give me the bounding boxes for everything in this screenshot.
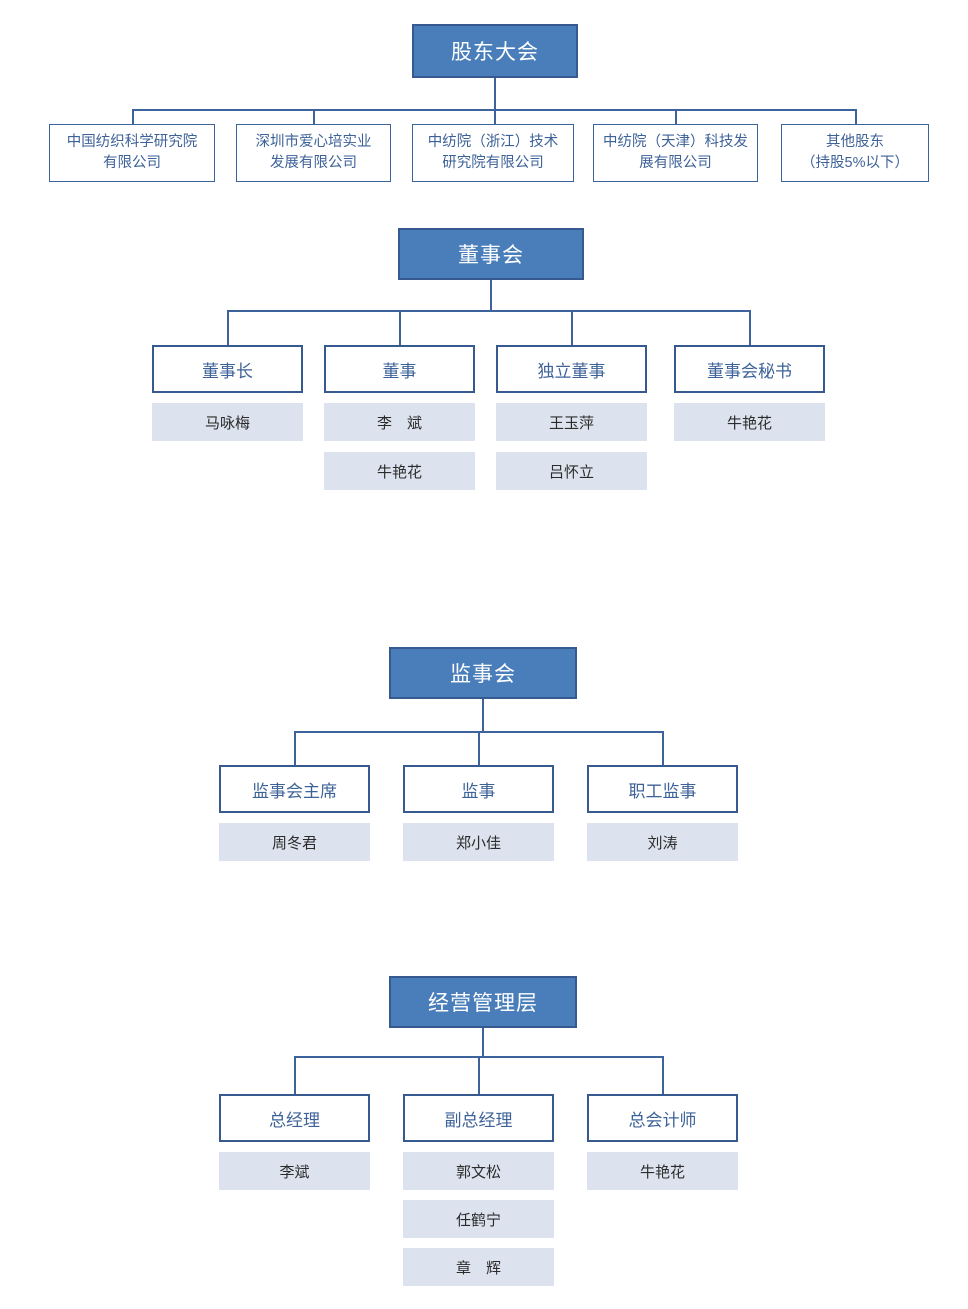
connector-supervisors-drop-1 (294, 731, 296, 765)
connector-supervisors-drop-2 (478, 731, 480, 765)
role-box-independent-director[interactable]: 独立董事 (496, 345, 647, 393)
shareholder-line-1: 中纺院（天津）科技发 (603, 133, 748, 150)
role-box-supervisor-chairman[interactable]: 监事会主席 (219, 765, 370, 813)
shareholder-box-2[interactable]: 深圳市爱心培实业 发展有限公司 (236, 124, 391, 182)
role-label: 监事 (461, 781, 496, 801)
connector-board-bus (227, 310, 751, 312)
name-chip-general-manager-1[interactable]: 李斌 (219, 1152, 370, 1190)
person-name: 王玉萍 (548, 414, 594, 432)
person-name: 任鹤宁 (455, 1211, 501, 1229)
shareholder-line-1: 中纺院（浙江）技术 (427, 133, 559, 150)
role-box-chairman[interactable]: 董事长 (152, 345, 303, 393)
name-chip-supervisor-1[interactable]: 郑小佳 (403, 823, 554, 861)
connector-shareholder-drop-5 (855, 109, 857, 124)
shareholder-line-2: 研究院有限公司 (442, 155, 544, 171)
connector-board-drop-2 (399, 310, 401, 346)
connector-board-stem (490, 280, 492, 311)
role-label: 总经理 (269, 1110, 320, 1130)
role-label: 职工监事 (628, 781, 697, 801)
name-chip-director-2[interactable]: 牛艳花 (324, 452, 475, 490)
role-label: 总会计师 (628, 1110, 697, 1130)
connector-shareholder-drop-3 (494, 109, 496, 124)
connector-board-drop-4 (749, 310, 751, 346)
name-chip-chief-accountant-1[interactable]: 牛艳花 (587, 1152, 738, 1190)
person-name: 李 斌 (376, 414, 422, 432)
role-label: 董事长 (202, 361, 253, 381)
person-name: 周冬君 (271, 834, 317, 852)
connector-management-stem (482, 1028, 484, 1057)
node-label: 董事会 (458, 244, 524, 267)
node-board-of-supervisors[interactable]: 监事会 (389, 647, 577, 699)
connector-supervisors-drop-3 (662, 731, 664, 765)
role-box-board-secretary[interactable]: 董事会秘书 (674, 345, 825, 393)
connector-management-drop-2 (478, 1056, 480, 1094)
shareholder-box-5[interactable]: 其他股东 （持股5%以下） (781, 124, 929, 182)
connector-board-drop-1 (227, 310, 229, 346)
node-label: 监事会 (450, 663, 516, 686)
role-label: 董事 (382, 361, 417, 381)
name-chip-independent-director-2[interactable]: 吕怀立 (496, 452, 647, 490)
person-name: 吕怀立 (548, 463, 594, 481)
role-box-director[interactable]: 董事 (324, 345, 475, 393)
shareholder-line-1: 深圳市爱心培实业 (255, 133, 372, 150)
role-box-general-manager[interactable]: 总经理 (219, 1094, 370, 1142)
connector-management-drop-3 (662, 1056, 664, 1094)
role-label: 董事会秘书 (707, 361, 792, 381)
connector-supervisors-stem (482, 699, 484, 731)
connector-shareholder-drop-4 (675, 109, 677, 124)
connector-shareholder-drop-1 (132, 109, 134, 124)
connector-shareholders-stem (494, 78, 496, 110)
role-box-supervisor[interactable]: 监事 (403, 765, 554, 813)
role-box-deputy-general-manager[interactable]: 副总经理 (403, 1094, 554, 1142)
connector-management-drop-1 (294, 1056, 296, 1094)
role-label: 独立董事 (537, 361, 606, 381)
shareholder-line-1: 其他股东 (826, 133, 884, 150)
shareholder-line-2: 有限公司 (103, 155, 161, 171)
person-name: 郭文松 (455, 1163, 501, 1181)
name-chip-deputy-general-manager-2[interactable]: 任鹤宁 (403, 1200, 554, 1238)
shareholder-line-2: 发展有限公司 (270, 155, 357, 171)
shareholder-line-1: 中国纺织科学研究院 (66, 133, 198, 150)
person-name: 郑小佳 (455, 834, 501, 852)
person-name: 牛艳花 (726, 414, 772, 432)
name-chip-supervisor-chairman-1[interactable]: 周冬君 (219, 823, 370, 861)
connector-shareholder-drop-2 (313, 109, 315, 124)
name-chip-deputy-general-manager-3[interactable]: 章 辉 (403, 1248, 554, 1286)
name-chip-board-secretary-1[interactable]: 牛艳花 (674, 403, 825, 441)
connector-board-drop-3 (571, 310, 573, 346)
person-name: 章 辉 (455, 1259, 501, 1277)
node-shareholders-meeting[interactable]: 股东大会 (412, 24, 578, 78)
shareholder-box-1[interactable]: 中国纺织科学研究院 有限公司 (49, 124, 215, 182)
name-chip-deputy-general-manager-1[interactable]: 郭文松 (403, 1152, 554, 1190)
role-label: 副总经理 (444, 1110, 513, 1130)
role-box-employee-supervisor[interactable]: 职工监事 (587, 765, 738, 813)
name-chip-chairman-1[interactable]: 马咏梅 (152, 403, 303, 441)
node-board-of-directors[interactable]: 董事会 (398, 228, 584, 280)
name-chip-employee-supervisor-1[interactable]: 刘涛 (587, 823, 738, 861)
person-name: 牛艳花 (639, 1163, 685, 1181)
shareholder-box-3[interactable]: 中纺院（浙江）技术 研究院有限公司 (412, 124, 574, 182)
shareholder-line-2: 展有限公司 (639, 155, 712, 171)
shareholder-box-4[interactable]: 中纺院（天津）科技发 展有限公司 (593, 124, 758, 182)
node-label: 股东大会 (451, 41, 539, 64)
person-name: 牛艳花 (376, 463, 422, 481)
name-chip-independent-director-1[interactable]: 王玉萍 (496, 403, 647, 441)
role-label: 监事会主席 (252, 781, 337, 801)
person-name: 马咏梅 (204, 414, 250, 432)
person-name: 刘涛 (647, 834, 678, 852)
person-name: 李斌 (279, 1163, 310, 1181)
name-chip-director-1[interactable]: 李 斌 (324, 403, 475, 441)
node-label: 经营管理层 (428, 992, 538, 1015)
role-box-chief-accountant[interactable]: 总会计师 (587, 1094, 738, 1142)
node-management-team[interactable]: 经营管理层 (389, 976, 577, 1028)
shareholder-line-2: （持股5%以下） (801, 155, 909, 171)
